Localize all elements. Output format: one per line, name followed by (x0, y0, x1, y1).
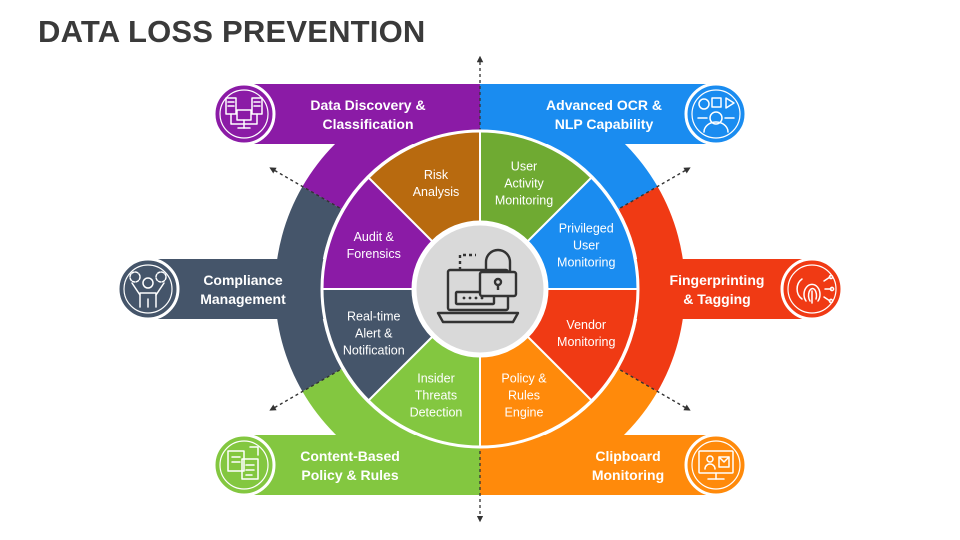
capability-bar (480, 84, 718, 144)
segment-label: Activity (504, 176, 544, 190)
badge-circle (116, 257, 180, 321)
badge-inner-ring (787, 264, 837, 314)
segment-label: Real-time (347, 310, 401, 324)
segment-label: Risk (424, 168, 449, 182)
badge-circle (212, 82, 276, 146)
badge-circle (684, 82, 748, 146)
segment-label: Detection (410, 406, 463, 420)
capability-badge (116, 257, 180, 321)
segment-label: Insider (417, 372, 455, 386)
segment-label: User (511, 159, 537, 173)
divider-arrows (269, 55, 691, 523)
segment-label: Monitoring (495, 193, 553, 207)
divider-arrow (269, 363, 351, 411)
divider-arrow (609, 167, 691, 215)
documents-icon (227, 446, 259, 480)
capability-bar (148, 259, 338, 319)
divider-arrow (609, 363, 691, 411)
capability-badge (684, 82, 748, 146)
capability-badge (684, 433, 748, 497)
capability-label: Policy & Rules (301, 467, 398, 483)
capability-label: Compliance (203, 272, 283, 288)
capability-bar (242, 84, 480, 144)
capability-label: Clipboard (595, 448, 660, 464)
capability-label: NLP Capability (555, 116, 654, 132)
capability-label: Fingerprinting (670, 272, 765, 288)
segment-label: Threats (415, 389, 457, 403)
segment-label: Engine (505, 406, 544, 420)
badge-circle (684, 433, 748, 497)
segment-label: Alert & (355, 327, 393, 341)
capability-label: Data Discovery & (310, 97, 425, 113)
capability-label: Advanced OCR & (546, 97, 662, 113)
capability-bar (242, 435, 480, 495)
segment-label: Forensics (347, 247, 401, 261)
segment-label: Monitoring (557, 335, 615, 349)
segment-label: Vendor (566, 318, 606, 332)
capability-label: Monitoring (592, 467, 664, 483)
capability-label: & Tagging (683, 291, 750, 307)
badge-inner-ring (123, 264, 173, 314)
divider-arrow (269, 167, 351, 215)
segment-label: Monitoring (557, 255, 615, 269)
ai-brain-icon (697, 97, 735, 133)
monitor-user-icon (698, 450, 734, 480)
inner-wheel: UserActivityMonitoringPrivilegedUserMoni… (320, 129, 640, 449)
capability-badge (212, 82, 276, 146)
capability-badge (212, 433, 276, 497)
segment-label: Rules (508, 389, 540, 403)
fingerprint-icon (796, 274, 835, 304)
servers-icon (225, 97, 263, 129)
wheel-border (320, 129, 640, 449)
badge-inner-ring (219, 89, 269, 139)
capability-label: Content-Based (300, 448, 400, 464)
segment-label: Audit & (354, 230, 395, 244)
segment-label: Analysis (413, 185, 460, 199)
capability-bar (622, 259, 812, 319)
capability-bars: Data Discovery & Classification Advanced O… (148, 84, 812, 495)
segment-label: User (573, 238, 599, 252)
page-title: DATA LOSS PREVENTION (38, 14, 426, 49)
person-gears-icon (129, 271, 167, 308)
badge-inner-ring (219, 440, 269, 490)
segment-label: Privileged (559, 221, 614, 235)
hub (411, 220, 549, 358)
segment-label: Policy & (501, 372, 547, 386)
badge-inner-ring (691, 440, 741, 490)
capability-icons (116, 82, 844, 497)
badge-inner-ring (691, 89, 741, 139)
segment-label: Notification (343, 344, 405, 358)
capability-bar (480, 435, 718, 495)
capability-badge (780, 257, 844, 321)
capability-label: Management (200, 291, 286, 307)
capability-label: Classification (322, 116, 413, 132)
laptop-lock-icon (436, 248, 520, 324)
